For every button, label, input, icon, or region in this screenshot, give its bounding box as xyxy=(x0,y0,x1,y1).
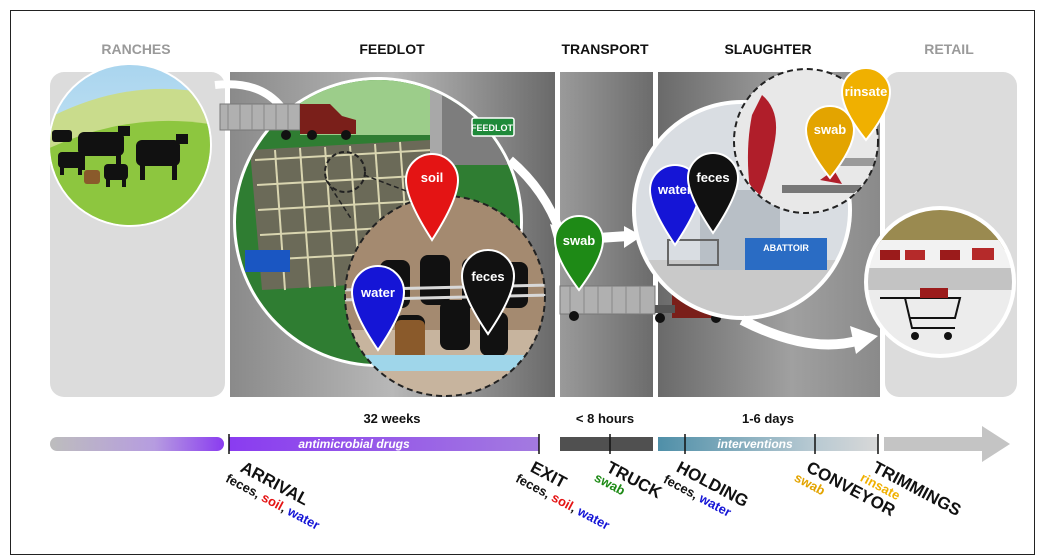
timeline-antimicrobial-bar xyxy=(229,437,539,451)
sample-arrival: ARRIVAL feces, soil, water xyxy=(223,458,322,533)
timeline-interventions-bar xyxy=(658,437,878,451)
figure-frame xyxy=(10,10,1035,555)
svg-text:rinsate: rinsate xyxy=(845,84,888,99)
stage-label-slaughter: SLAUGHTER xyxy=(724,41,811,57)
ranch-scene xyxy=(48,63,212,227)
svg-text:feces: feces xyxy=(471,269,504,284)
sample-exit: EXIT feces, soil, water xyxy=(513,458,612,533)
abattoir-sign: ABATTOIR xyxy=(763,243,809,253)
stage-label-ranches: RANCHES xyxy=(101,41,170,57)
processing-zoom xyxy=(733,68,879,214)
feedlot-road-sign: FEEDLOT xyxy=(471,117,515,137)
water-pin-feedlot: water xyxy=(350,265,406,352)
duration-transport: < 8 hours xyxy=(576,411,634,426)
interventions-label: interventions xyxy=(717,437,793,451)
svg-text:FEEDLOT: FEEDLOT xyxy=(471,123,514,133)
svg-text:water: water xyxy=(360,285,395,300)
soil-pin: soil xyxy=(404,153,460,242)
timeline-transport-bar xyxy=(560,437,653,451)
rinsate-pin: rinsate xyxy=(840,67,892,142)
swab-pin-slaughter: swab xyxy=(804,105,856,180)
sample-holding: HOLDING feces, water xyxy=(661,458,751,520)
sample-truck: TRUCK swab xyxy=(592,458,665,503)
svg-text:feces: feces xyxy=(696,170,729,185)
feedlot-truck-icon xyxy=(219,103,356,140)
duration-feedlot: 32 weeks xyxy=(363,411,420,426)
swab-pin-transport: swab xyxy=(553,215,605,292)
svg-text:swab: swab xyxy=(814,122,847,137)
svg-text:swab: swab xyxy=(563,233,596,248)
cattle-herd-icon xyxy=(52,126,188,187)
feedlot-to-transport-arrow xyxy=(507,156,565,234)
stage-label-retail: RETAIL xyxy=(924,41,974,57)
svg-text:water: water xyxy=(657,182,692,197)
timeline-ranch-bar xyxy=(50,437,224,451)
svg-text:soil: soil xyxy=(421,170,443,185)
antimicrobial-drugs-label: antimicrobial drugs xyxy=(298,437,410,451)
stage-label-feedlot: FEEDLOT xyxy=(359,41,425,57)
stage-label-transport: TRANSPORT xyxy=(561,41,649,57)
slaughter-to-retail-arrow xyxy=(739,315,862,350)
timeline-ticks xyxy=(228,434,879,454)
timeline-retail-arrow xyxy=(884,426,1010,462)
feces-pin-slaughter: feces xyxy=(686,152,740,235)
feces-pin-feedlot: feces xyxy=(460,249,516,336)
duration-slaughter: 1-6 days xyxy=(742,411,794,426)
